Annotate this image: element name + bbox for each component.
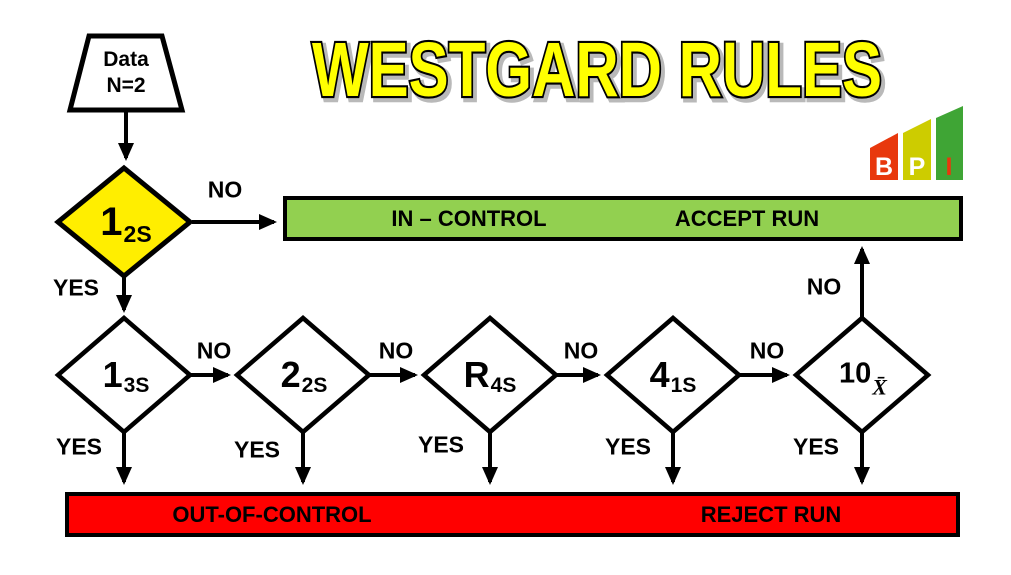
edge-label-no-2: NO — [196, 337, 232, 364]
decision-2-2s-shape — [233, 315, 373, 435]
logo-bar-yellow — [903, 119, 931, 180]
title-text: WESTGARD RULES — [312, 27, 882, 113]
decision-10-x-shape — [792, 315, 932, 435]
page-title: WESTGARD RULES WESTGARD RULES — [310, 25, 888, 119]
decision-1-2s-shape — [54, 164, 194, 280]
edge-label-no-1: NO — [207, 176, 243, 203]
logo-letter-i: I — [946, 153, 953, 181]
logo-letter-p: P — [909, 153, 926, 181]
title-shadow: WESTGARD RULES — [315, 30, 885, 116]
edge-label-yes-5: YES — [604, 433, 652, 460]
accept-box: IN – CONTROL ACCEPT RUN — [283, 196, 963, 241]
edge-label-no-5: NO — [749, 337, 785, 364]
start-node-label: Data N=2 — [103, 47, 149, 99]
logo-letter-b: B — [875, 153, 893, 181]
bpi-logo: B P I — [870, 106, 963, 181]
decision-r-4s-shape — [420, 315, 560, 435]
start-line1: Data — [103, 48, 149, 71]
edge-label-yes-2: YES — [55, 433, 103, 460]
edge-label-no-6: NO — [806, 273, 842, 300]
reject-status-label: OUT-OF-CONTROL — [172, 501, 372, 527]
accept-action-label: ACCEPT RUN — [674, 205, 820, 231]
edge-label-yes-3: YES — [233, 436, 281, 463]
reject-action-label: REJECT RUN — [700, 501, 842, 527]
logo-bar-red — [870, 133, 898, 180]
start-node-shape — [66, 33, 186, 113]
edge-label-yes-1: YES — [52, 274, 100, 301]
edge-label-yes-4: YES — [417, 431, 465, 458]
decision-4-1s-shape — [603, 315, 743, 435]
edge-label-no-4: NO — [563, 337, 599, 364]
accept-status-label: IN – CONTROL — [391, 205, 547, 231]
logo-bar-green — [936, 106, 963, 180]
edge-label-no-3: NO — [378, 337, 414, 364]
decision-1-3s-shape — [54, 315, 194, 435]
start-line2: N=2 — [106, 74, 146, 97]
reject-box: OUT-OF-CONTROL REJECT RUN — [65, 492, 960, 537]
edge-label-yes-6: YES — [792, 433, 840, 460]
